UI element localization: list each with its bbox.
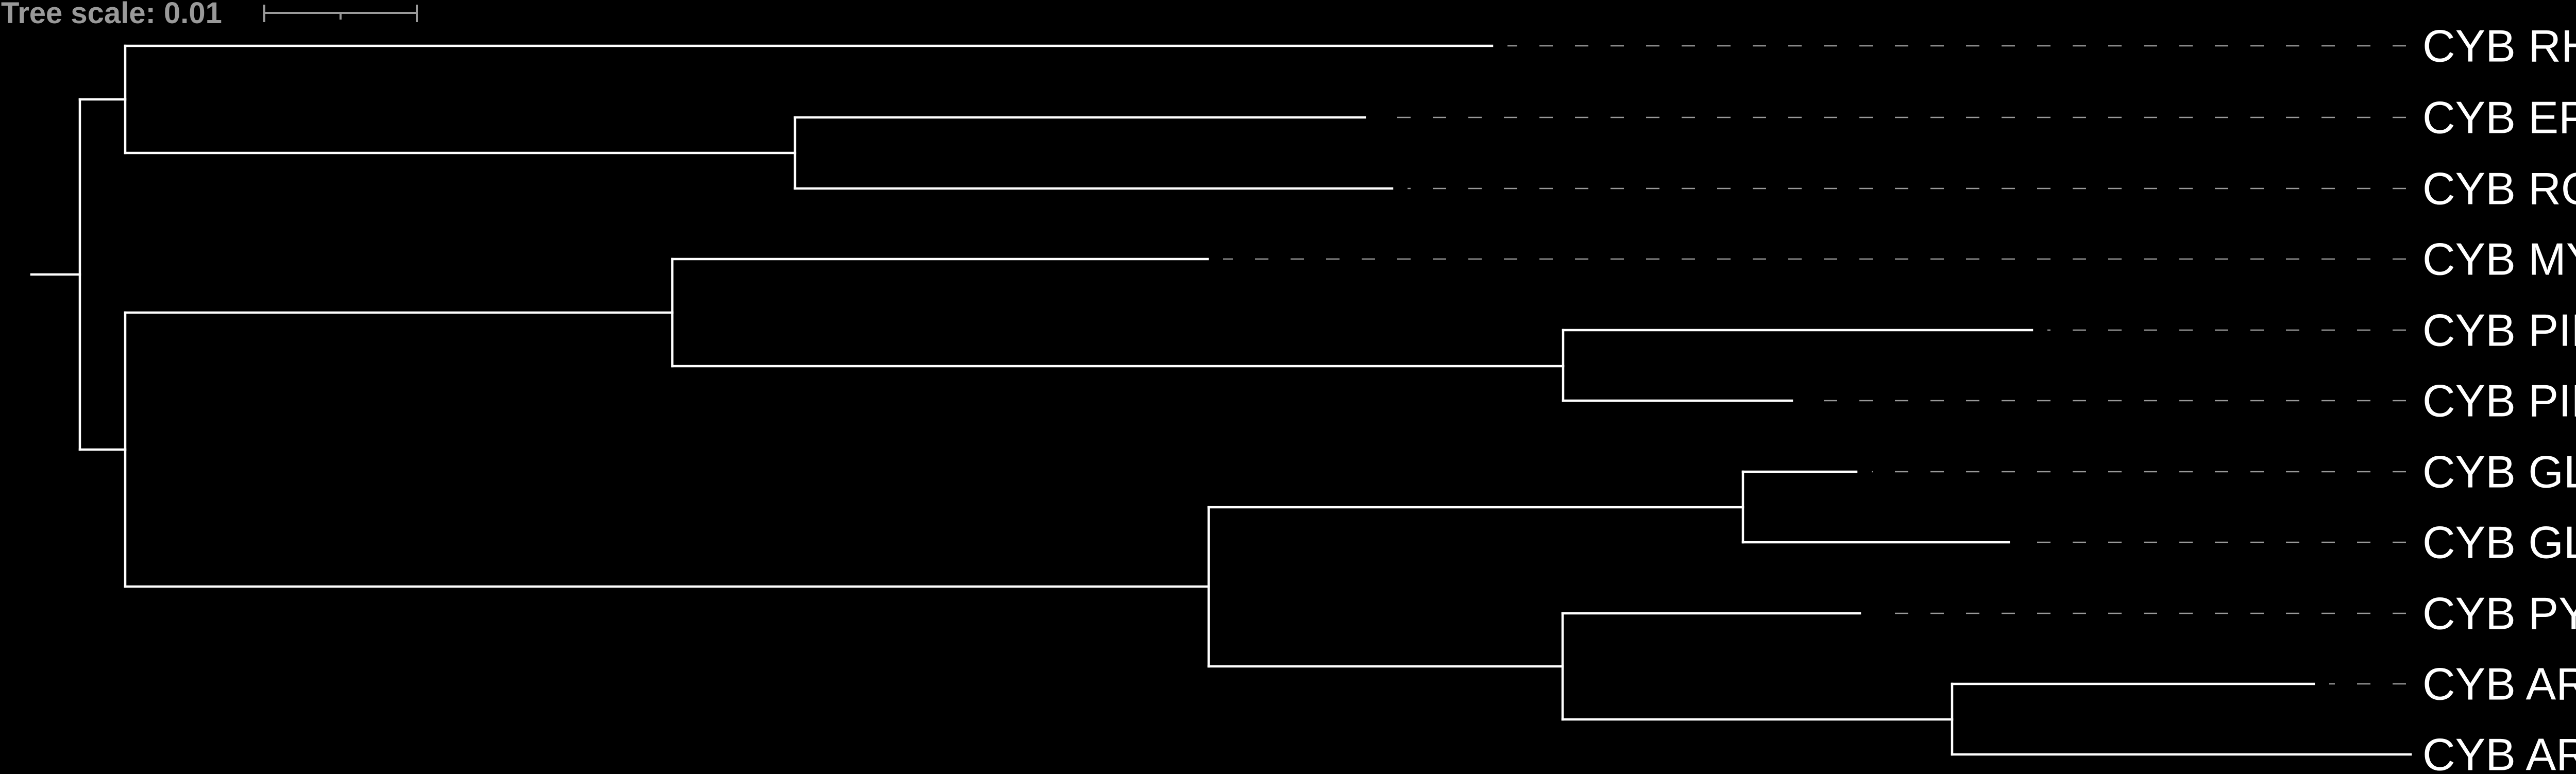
taxa-labels: CYB RHIFE CYB EPOWA CYB ROUAM CYB MYOVO CYB …: [2422, 21, 2576, 774]
tree-branches: [30, 44, 2412, 756]
tree-scale-label: Tree scale: 0.01: [1, 0, 222, 30]
tree-scale-legend: Tree scale: 0.01: [1, 0, 418, 30]
taxon-label-cyb-rhife[interactable]: CYB RHIFE: [2422, 21, 2576, 72]
tip-connectors: [1223, 45, 2406, 685]
taxon-label-cyb-artob[interactable]: CYB ARTOB: [2422, 729, 2576, 774]
taxon-label-cyb-pipku[interactable]: CYB PIPKU: [2422, 305, 2576, 356]
taxon-label-cyb-rouam[interactable]: CYB ROUAM: [2422, 163, 2576, 214]
taxon-label-cyb-artco[interactable]: CYB ARTCO: [2422, 659, 2576, 710]
taxon-label-cyb-myovo[interactable]: CYB MYOVO: [2422, 234, 2576, 285]
taxon-label-cyb-glole[interactable]: CYB GLOLE: [2422, 517, 2576, 568]
tree-scale-bar: [263, 5, 418, 22]
taxon-label-cyb-pygbl[interactable]: CYB PYGBL: [2422, 588, 2576, 639]
taxon-label-cyb-epowa[interactable]: CYB EPOWA: [2422, 92, 2576, 143]
taxon-label-cyb-pippi[interactable]: CYB PIPPI: [2422, 375, 2576, 426]
taxon-label-cyb-glosr[interactable]: CYB GLOSR: [2422, 446, 2576, 497]
